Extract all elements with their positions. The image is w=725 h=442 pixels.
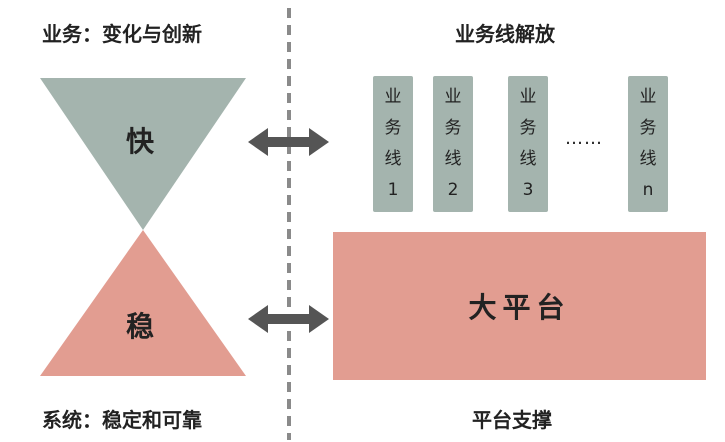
double-arrow-icon	[248, 128, 329, 156]
lane-number: 3	[522, 180, 534, 200]
lane-char: 线	[519, 149, 537, 169]
business-line-3: 业 务 线 3	[508, 76, 548, 212]
lane-char: 务	[519, 118, 537, 138]
business-caption: 业务：变化与创新	[42, 22, 202, 46]
fast-triangle	[40, 78, 246, 230]
lane-char: 业	[519, 87, 537, 107]
ellipsis: ……	[565, 128, 603, 149]
business-lines-caption: 业务线解放	[455, 22, 555, 46]
lane-char: 务	[444, 118, 462, 138]
lane-char: 线	[384, 149, 402, 169]
system-caption: 系统：稳定和可靠	[42, 408, 202, 432]
lane-char: 务	[384, 118, 402, 138]
platform-caption: 平台支撑	[472, 408, 552, 432]
lane-number: n	[642, 180, 654, 200]
stable-triangle	[40, 230, 246, 376]
lane-char: 业	[384, 87, 402, 107]
platform-block: 大平台	[333, 232, 706, 380]
fast-label: 快	[126, 125, 155, 158]
business-line-2: 业 务 线 2	[433, 76, 473, 212]
lane-char: 务	[639, 118, 657, 138]
lane-number: 1	[387, 180, 399, 200]
business-line-n: 业 务 线 n	[628, 76, 668, 212]
platform-label: 大平台	[468, 291, 571, 324]
business-line-1: 业 务 线 1	[373, 76, 413, 212]
lane-char: 业	[639, 87, 657, 107]
lane-number: 2	[447, 180, 459, 200]
lane-char: 线	[444, 149, 462, 169]
stable-label: 稳	[126, 310, 155, 343]
lane-char: 业	[444, 87, 462, 107]
double-arrow-icon	[248, 305, 329, 333]
lane-char: 线	[639, 149, 657, 169]
